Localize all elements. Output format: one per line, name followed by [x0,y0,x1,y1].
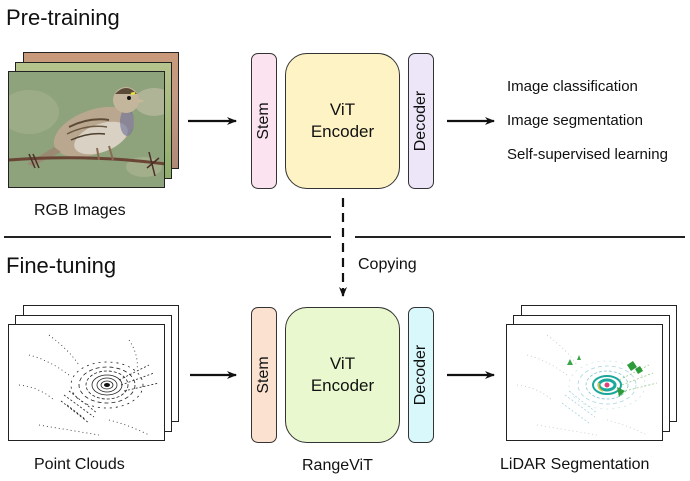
pretrain-encoder-line1: ViT [329,100,356,119]
output-image-classification: Image classification [507,78,638,95]
section-divider-left [4,236,331,238]
point-cloud-scan [18,334,160,436]
rgb-image-bird [8,71,165,188]
point-cloud-image [8,324,165,441]
rgb-images-label: RGB Images [34,202,126,219]
pretraining-title: Pre-training [6,5,120,30]
pretrain-encoder-line2: Encoder [310,122,375,141]
bird-image [9,87,164,177]
segmentation-image [506,324,663,441]
output-image-segmentation: Image segmentation [507,112,643,129]
finetune-stem-block: Stem [251,307,277,443]
point-clouds-label: Point Clouds [34,456,125,473]
section-divider-right [355,236,685,238]
finetune-encoder-line1: ViT [329,354,356,373]
pretrain-decoder-block: Decoder [408,53,434,189]
segmentation-scan [516,334,658,436]
pretrain-stem-block: Stem [251,53,277,189]
rangevit-label: RangeViT [302,457,373,474]
output-self-supervised-learning: Self-supervised learning [507,146,668,163]
finetune-encoder-line2: Encoder [310,376,375,395]
finetuning-title: Fine-tuning [6,253,117,278]
pretrain-vit-encoder-block: ViT Encoder [285,53,400,189]
finetune-vit-encoder-block: ViT Encoder [285,307,400,443]
lidar-segmentation-label: LiDAR Segmentation [500,456,650,473]
copying-label: Copying [358,256,417,273]
finetune-decoder-block: Decoder [408,307,434,443]
